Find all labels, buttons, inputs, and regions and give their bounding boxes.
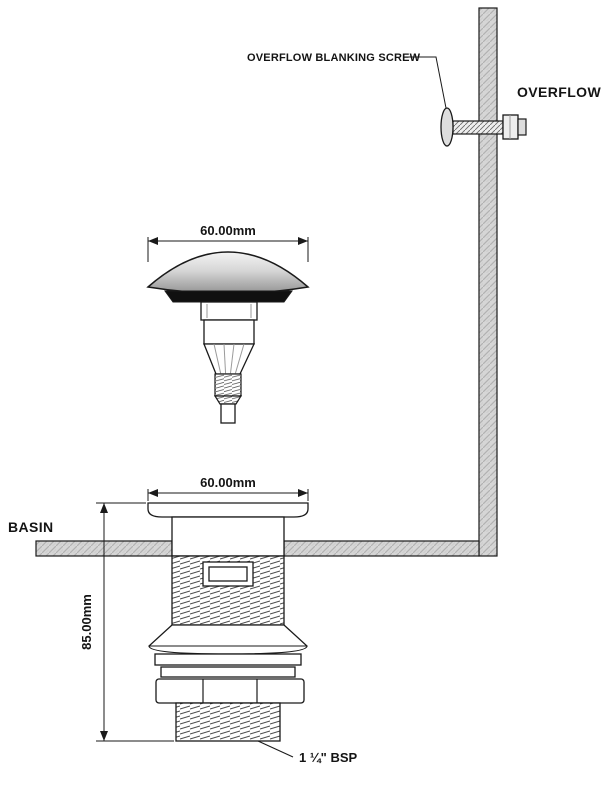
cap-width-dimension: 60.00mm	[147, 223, 309, 262]
body-height-value: 85.00mm	[79, 594, 94, 650]
bsp-label: 1 ¼" BSP	[299, 750, 358, 765]
arrow-right-icon	[298, 237, 308, 245]
bsp-callout: 1 ¼" BSP	[257, 740, 358, 765]
plug-tip-chamfer	[213, 395, 243, 405]
waste-backnut	[155, 678, 305, 704]
overflow-screw-label: OVERFLOW BLANKING SCREW	[247, 52, 421, 64]
screw-washer	[440, 107, 454, 147]
arrow-up-icon	[100, 503, 108, 513]
plug-threaded-tip	[214, 373, 242, 397]
callout-leader-line	[257, 740, 294, 758]
plug-assembly	[146, 251, 310, 424]
basin-surface-right	[283, 540, 480, 557]
arrow-down-icon	[100, 731, 108, 741]
waste-neck	[171, 516, 285, 557]
waste-assembly	[147, 502, 309, 742]
basin-label: BASIN	[8, 519, 54, 535]
callout-leader-line	[407, 56, 447, 109]
plug-gasket	[164, 290, 293, 303]
taper-facet	[213, 343, 222, 375]
screw-end	[517, 118, 527, 136]
plug-body-lower	[203, 319, 255, 345]
taper-facet	[234, 343, 245, 375]
waste-threaded-tail	[175, 702, 281, 742]
arrow-left-icon	[148, 237, 158, 245]
waste-washer-bottom	[160, 666, 296, 678]
cap-width-value: 60.00mm	[200, 223, 256, 238]
wall-vertical-bar	[478, 7, 498, 557]
taper-facet	[229, 343, 235, 375]
plug-bottom-pin	[220, 403, 236, 424]
screw-shank	[452, 120, 504, 135]
taper-facet	[223, 343, 227, 375]
waste-washer-top	[154, 653, 302, 666]
arrow-right-icon	[298, 489, 308, 497]
overflow-screw-callout: OVERFLOW BLANKING SCREW	[247, 52, 447, 109]
overflow-screw	[440, 107, 527, 147]
flange-width-value: 60.00mm	[200, 475, 256, 490]
overflow-label: OVERFLOW	[517, 84, 601, 100]
plug-body-upper	[200, 301, 258, 321]
plug-taper	[203, 343, 256, 375]
arrow-left-icon	[148, 489, 158, 497]
overflow-slot-inner	[208, 566, 248, 582]
waste-flare-cone	[148, 624, 308, 655]
flange-width-dimension: 60.00mm	[147, 475, 309, 501]
plug-dome-cap	[146, 251, 310, 295]
waste-flange	[147, 502, 309, 518]
height-dimension: 85.00mm	[79, 502, 174, 742]
